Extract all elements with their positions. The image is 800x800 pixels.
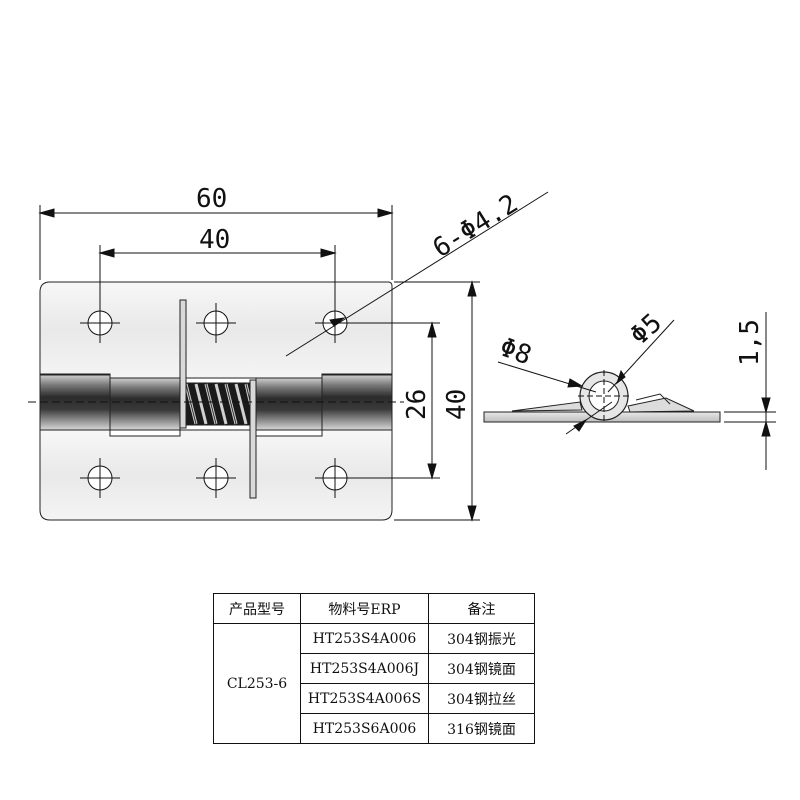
dim-outer-diameter: Φ8: [496, 332, 536, 371]
model-cell: CL253-6: [213, 623, 301, 744]
dim-hole-spacing: 40: [199, 225, 230, 255]
knuckle-left: [39, 374, 111, 431]
table-header-row: 产品型号 物料号ERP 备注: [213, 593, 535, 624]
dim-overall-height: 40: [442, 389, 472, 420]
dim-pin-centers: 26: [402, 389, 432, 420]
spec-table: 产品型号 物料号ERP 备注 CL253-6 HT253S4A006 304钢振…: [213, 593, 535, 744]
dim-thickness: 1,5: [735, 319, 765, 366]
table-row: HT253S6A006 316钢镜面: [214, 713, 535, 744]
side-dimensions: [497, 312, 776, 470]
note-cell: 304钢拉丝: [428, 683, 535, 714]
side-view: [483, 370, 721, 423]
dim-overall-width: 60: [196, 184, 227, 214]
spring-leg-lower: [249, 379, 257, 499]
knuckle-mid-left: [109, 377, 181, 431]
erp-cell: HT253S4A006J: [300, 653, 429, 684]
table-row: CL253-6 HT253S4A006 304钢振光: [213, 623, 535, 744]
note-cell: 304钢镜面: [428, 653, 535, 684]
note-cell: 304钢振光: [428, 623, 535, 654]
note-cell: 316钢镜面: [428, 713, 535, 744]
table-row: HT253S4A006J 304钢镜面: [214, 653, 535, 684]
spring-leg-upper: [179, 299, 187, 429]
front-view: [28, 281, 404, 521]
header-note: 备注: [428, 593, 535, 624]
hinge-technical-drawing: 60 40 26 40 6-Φ4.2 Φ8 Φ5 1,5: [28, 184, 776, 522]
front-dimensions: [38, 191, 549, 522]
table-row: HT253S4A006S 304钢拉丝: [214, 683, 535, 714]
erp-cell: HT253S4A006S: [300, 683, 429, 714]
dim-pin-diameter: Φ5: [625, 308, 668, 351]
header-erp: 物料号ERP: [300, 593, 429, 624]
erp-cell: HT253S6A006: [300, 713, 429, 744]
dim-hole-callout: 6-Φ4.2: [428, 189, 524, 264]
erp-cell: HT253S4A006: [300, 623, 429, 654]
header-model: 产品型号: [213, 593, 301, 624]
knuckle-mid-right: [255, 377, 323, 431]
